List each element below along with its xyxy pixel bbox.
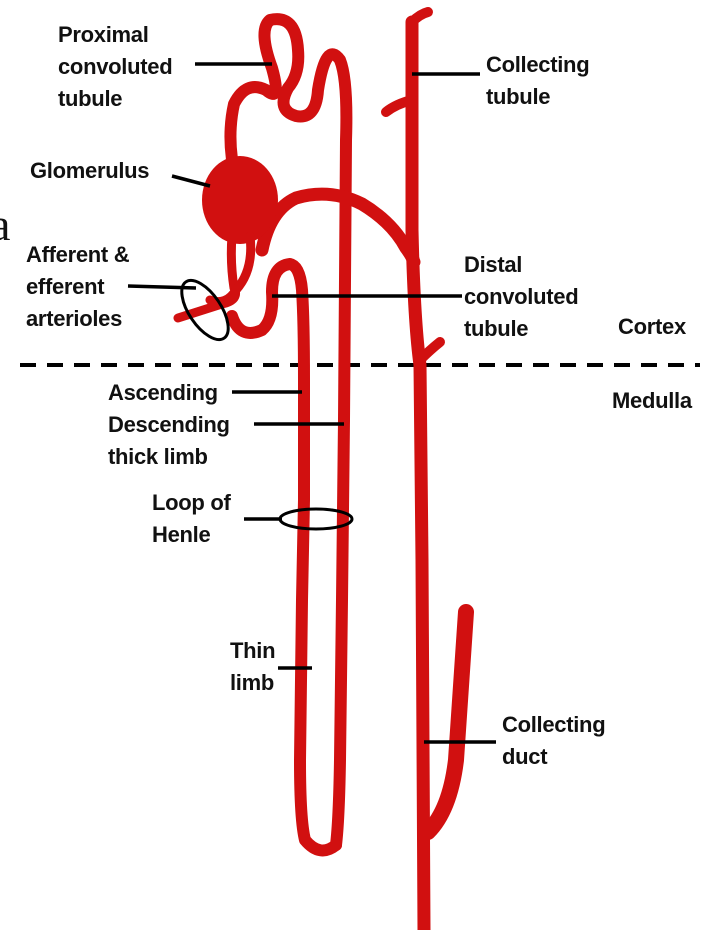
afferent-arteriole bbox=[178, 236, 236, 318]
label-descending-thick-limb: Descending thick limb bbox=[108, 412, 236, 469]
label-loop-of-henle: Loop of Henle bbox=[152, 490, 236, 547]
glomerulus bbox=[202, 156, 278, 244]
arterioles-leader bbox=[128, 286, 196, 288]
label-glomerulus: Glomerulus bbox=[30, 158, 149, 183]
labels: Proximal convoluted tubule Glomerulus Af… bbox=[26, 22, 693, 769]
label-ascending: Ascending bbox=[108, 380, 218, 405]
label-cortex: Cortex bbox=[618, 314, 687, 339]
label-medulla: Medulla bbox=[612, 388, 693, 413]
label-proximal-convoluted-tubule: Proximal convoluted tubule bbox=[58, 22, 178, 111]
label-thin-limb: Thin limb bbox=[230, 638, 281, 695]
collecting-duct-trunk bbox=[412, 22, 424, 930]
label-arterioles: Afferent & efferent arterioles bbox=[26, 242, 135, 331]
label-collecting-tubule: Collecting tubule bbox=[486, 52, 595, 109]
distal-convoluted-tubule bbox=[262, 194, 414, 262]
ascending-limb bbox=[232, 264, 336, 850]
edge-text-fragment: a bbox=[0, 199, 10, 250]
collecting-duct-branch bbox=[428, 612, 466, 832]
descending-limb bbox=[336, 420, 344, 845]
label-collecting-duct: Collecting duct bbox=[502, 712, 611, 769]
label-distal-convoluted-tubule: Distal convoluted tubule bbox=[464, 252, 584, 341]
glomerulus-leader bbox=[172, 176, 210, 186]
collecting-tubule-top bbox=[412, 12, 428, 22]
collecting-system bbox=[386, 12, 466, 930]
